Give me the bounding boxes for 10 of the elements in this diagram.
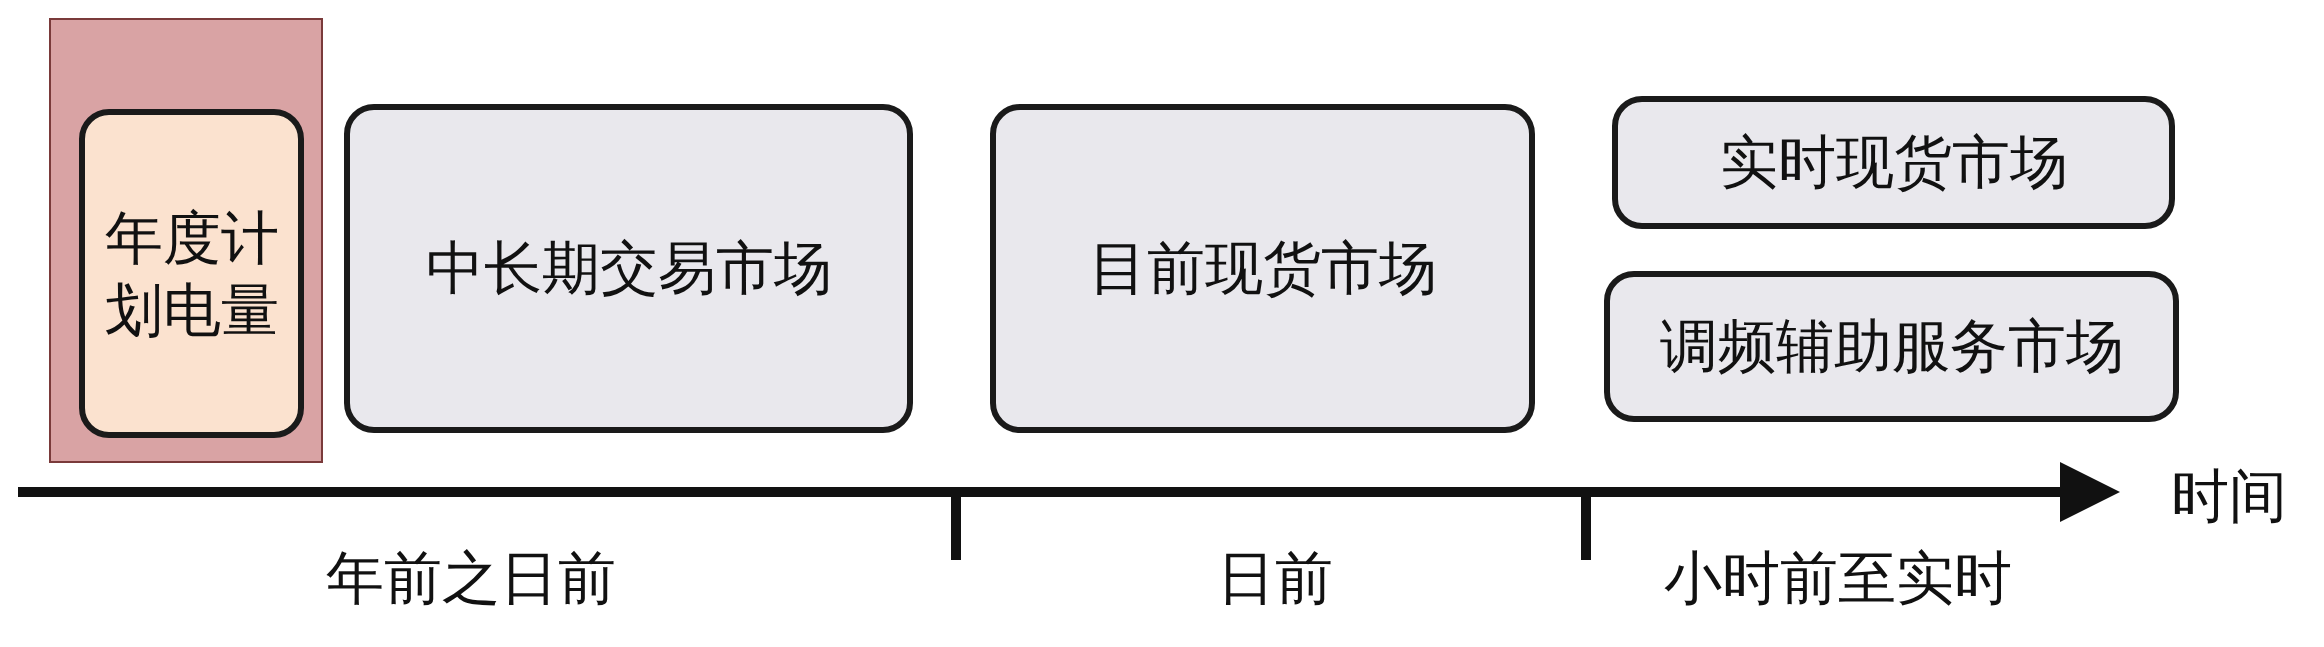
period-label: 年前之日前 (326, 543, 616, 614)
market-box: 实时现货市场 (1612, 96, 2175, 229)
market-box: 中长期交易市场 (344, 104, 913, 433)
period-label: 小时前至实时 (1664, 543, 2012, 614)
axis-label: 时间 (2171, 461, 2287, 532)
market-box: 目前现货市场 (990, 104, 1535, 433)
plan-box: 年度计划电量 (79, 109, 304, 438)
period-label: 日前 (1217, 543, 1333, 614)
market-box: 调频辅助服务市场 (1604, 271, 2179, 422)
highlight-band (49, 18, 323, 463)
